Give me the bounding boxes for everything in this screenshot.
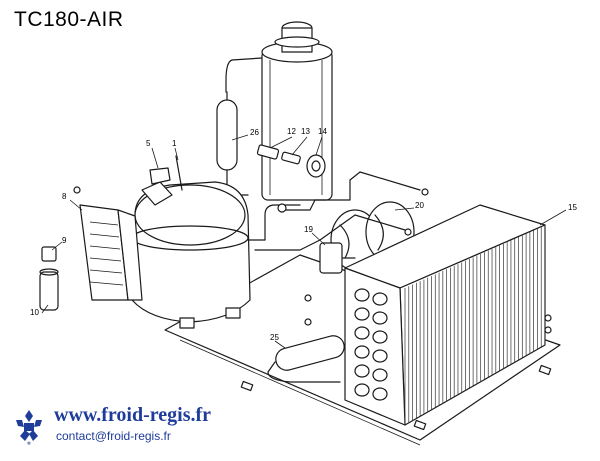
compressor bbox=[131, 155, 301, 329]
coil-bend bbox=[354, 326, 370, 340]
coil-bend bbox=[372, 311, 388, 325]
part-callout-9: 9 bbox=[62, 236, 67, 245]
part-callout-15: 15 bbox=[568, 203, 577, 212]
part-callout-19: 19 bbox=[304, 225, 313, 234]
accumulator bbox=[267, 335, 345, 383]
part-callout-8: 8 bbox=[62, 192, 67, 201]
coil-bend bbox=[354, 307, 370, 321]
svg-text:❄: ❄ bbox=[27, 441, 31, 446]
website-link[interactable]: www.froid-regis.fr bbox=[54, 404, 212, 426]
coil-bend bbox=[372, 292, 388, 306]
diagram-title: TC180-AIR bbox=[14, 8, 124, 31]
part-callout-12: 12 bbox=[287, 127, 296, 136]
coil-bend bbox=[354, 345, 370, 359]
coil-bend bbox=[372, 368, 388, 382]
coil-bend bbox=[354, 364, 370, 378]
coil-bend bbox=[354, 288, 370, 302]
contact-email-link[interactable]: contact@froid-regis.fr bbox=[56, 429, 171, 443]
part-callout-26: 26 bbox=[250, 128, 259, 137]
piping bbox=[254, 171, 429, 251]
condenser bbox=[344, 204, 546, 426]
snowflake-logo-icon: ❄ bbox=[10, 408, 48, 446]
coil-bend bbox=[372, 330, 388, 344]
relay-and-capacitor bbox=[39, 246, 59, 311]
part-callout-10: 10 bbox=[30, 308, 39, 317]
part-callout-25: 25 bbox=[270, 333, 279, 342]
coil-bend bbox=[372, 387, 388, 401]
part-callout-14: 14 bbox=[318, 127, 327, 136]
part-callout-5: 5 bbox=[146, 139, 151, 148]
filter-drier bbox=[216, 57, 263, 196]
electrical-box bbox=[73, 186, 143, 301]
part-callout-20: 20 bbox=[415, 201, 424, 210]
coil-bend bbox=[372, 349, 388, 363]
coil-bend bbox=[354, 383, 370, 397]
part-callout-1: 1 bbox=[172, 139, 177, 148]
valve-assembly bbox=[256, 144, 326, 178]
mounting-bolts bbox=[240, 294, 552, 431]
part-callout-13: 13 bbox=[301, 127, 310, 136]
base-plate bbox=[164, 254, 561, 441]
